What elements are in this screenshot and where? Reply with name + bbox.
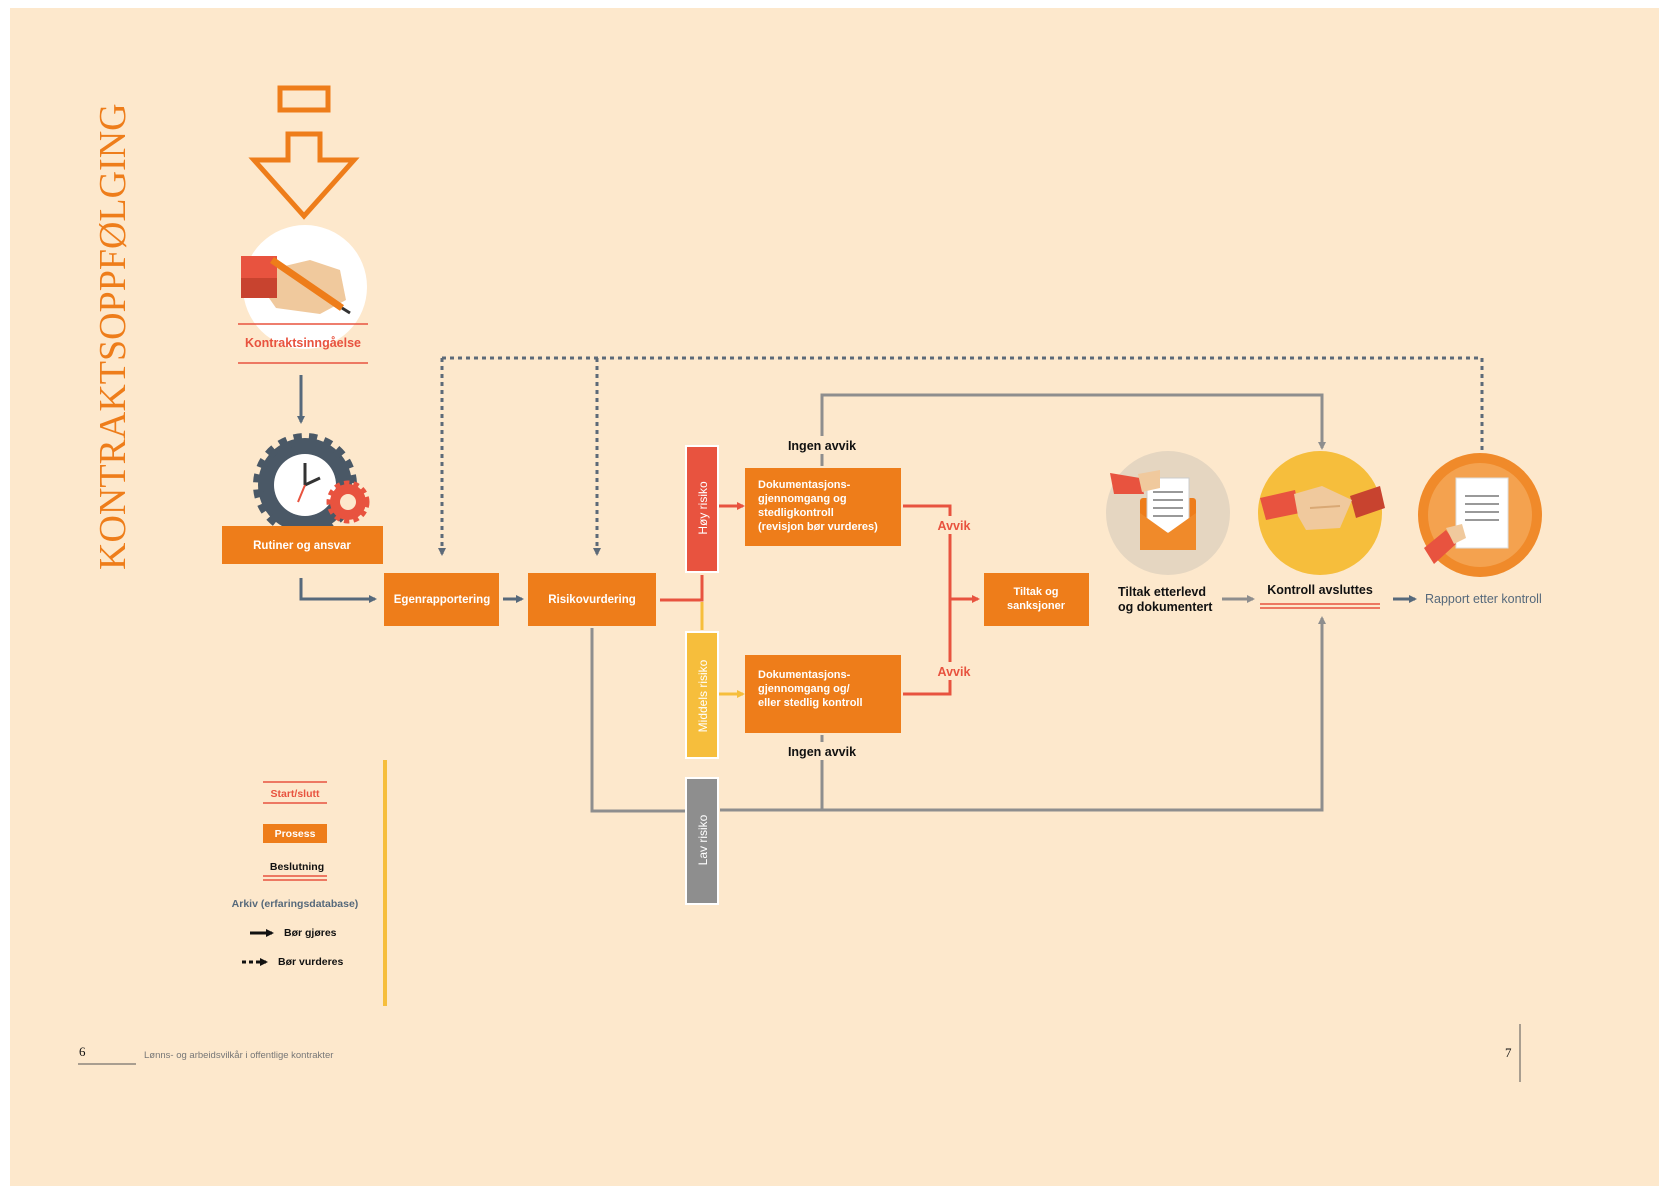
legend-arkiv: Arkiv (erfaringsdatabase)	[232, 898, 359, 910]
ingen-avvik-top-bg	[780, 436, 866, 454]
tiltak-box	[984, 573, 1089, 626]
right-page-number: 7	[1505, 1045, 1512, 1060]
lav-risiko-box	[685, 777, 719, 905]
egenrapportering-box	[384, 573, 499, 626]
risikovurdering-box	[528, 573, 656, 626]
avvik-top-bg	[933, 516, 975, 534]
ingen-avvik-top-label: Ingen avvik	[788, 439, 856, 453]
gear-clock-icon	[253, 433, 370, 537]
dok-hoy-box	[745, 468, 901, 546]
dok-middels-box	[745, 655, 901, 733]
left-page-number: 6	[79, 1044, 86, 1059]
handshake-icon	[1258, 451, 1385, 575]
dok-hoy-line-1: Dokumentasjons-	[758, 479, 851, 491]
dok-middels-line-1: Dokumentasjons-	[758, 669, 851, 681]
legend-bor-vurderes: Bør vurderes	[278, 956, 344, 968]
legend-start-slutt: Start/slutt	[270, 788, 320, 800]
ingen-avvik-bottom-label: Ingen avvik	[788, 745, 856, 759]
line-ingen-avvik-top	[820, 393, 1326, 466]
avvik-bottom-label: Avvik	[938, 665, 971, 679]
tiltak-line-2: sanksjoner	[1007, 600, 1066, 612]
arrow-routines-to-egenrapportering	[299, 578, 377, 603]
footer-running-text: Lønns- og arbeidsvilkår i offentlige kon…	[144, 1050, 333, 1061]
document-envelope-icon	[1106, 451, 1230, 575]
hoy-risiko-label: Høy risiko	[696, 481, 710, 535]
avvik-bottom-bg	[933, 662, 975, 680]
contract-signing-icon	[241, 225, 367, 349]
rapport-label: Rapport etter kontroll	[1425, 592, 1542, 606]
lav-risiko-label: Lav risiko	[696, 814, 710, 865]
kontraktsinngaelse-label: Kontraktsinngåelse	[245, 336, 361, 350]
flow-diagram: KONTRAKTSOPPFØLGING Kontraktsinngåelse R…	[78, 85, 1542, 1082]
page-title: KONTRAKTSOPPFØLGING	[92, 103, 134, 570]
kontroll-avsluttes-label: Kontroll avsluttes	[1267, 583, 1373, 597]
hoy-risiko-box	[685, 445, 719, 573]
egenrapportering-label: Egenrapportering	[394, 594, 490, 606]
dok-hoy-line-4: (revisjon bør vurderes)	[758, 521, 878, 533]
ingen-avvik-bottom-bg	[780, 742, 866, 760]
line-risiko-to-hoy	[660, 575, 704, 602]
legend-beslutning: Beslutning	[270, 861, 324, 873]
avvik-top-label: Avvik	[938, 519, 971, 533]
rutiner-box	[222, 526, 383, 564]
dotted-feedback	[438, 356, 1484, 556]
middels-risiko-label: Middels risiko	[696, 659, 710, 732]
start-arrow-icon	[248, 85, 360, 220]
rutiner-label: Rutiner og ansvar	[253, 540, 351, 552]
middels-risiko-box	[685, 631, 719, 759]
dok-middels-line-3: eller stedlig kontroll	[758, 697, 863, 709]
dok-middels-line-2: gjennomgang og/	[758, 683, 850, 695]
page: KONTRAKTSOPPFØLGING Kontraktsinngåelse R…	[10, 8, 1659, 1186]
line-risiko-to-lav	[590, 628, 685, 813]
legend-bor-gjores: Bør gjøres	[284, 927, 337, 939]
report-document-icon	[1418, 453, 1542, 577]
dok-hoy-line-2: gjennomgang og	[758, 493, 847, 505]
legend-prosess: Prosess	[275, 828, 316, 840]
line-lav-to-kontroll	[720, 616, 1326, 812]
dok-hoy-line-3: stedligkontroll	[758, 507, 834, 519]
tiltak-etterlevd-line-2: og dokumentert	[1118, 600, 1213, 614]
tiltak-etterlevd-line-1: Tiltak etterlevd	[1118, 585, 1206, 599]
legend: Start/slutt Prosess Beslutning Arkiv (er…	[232, 760, 387, 1006]
risikovurdering-label: Risikovurdering	[548, 594, 636, 606]
tiltak-line-1: Tiltak og	[1013, 586, 1058, 598]
